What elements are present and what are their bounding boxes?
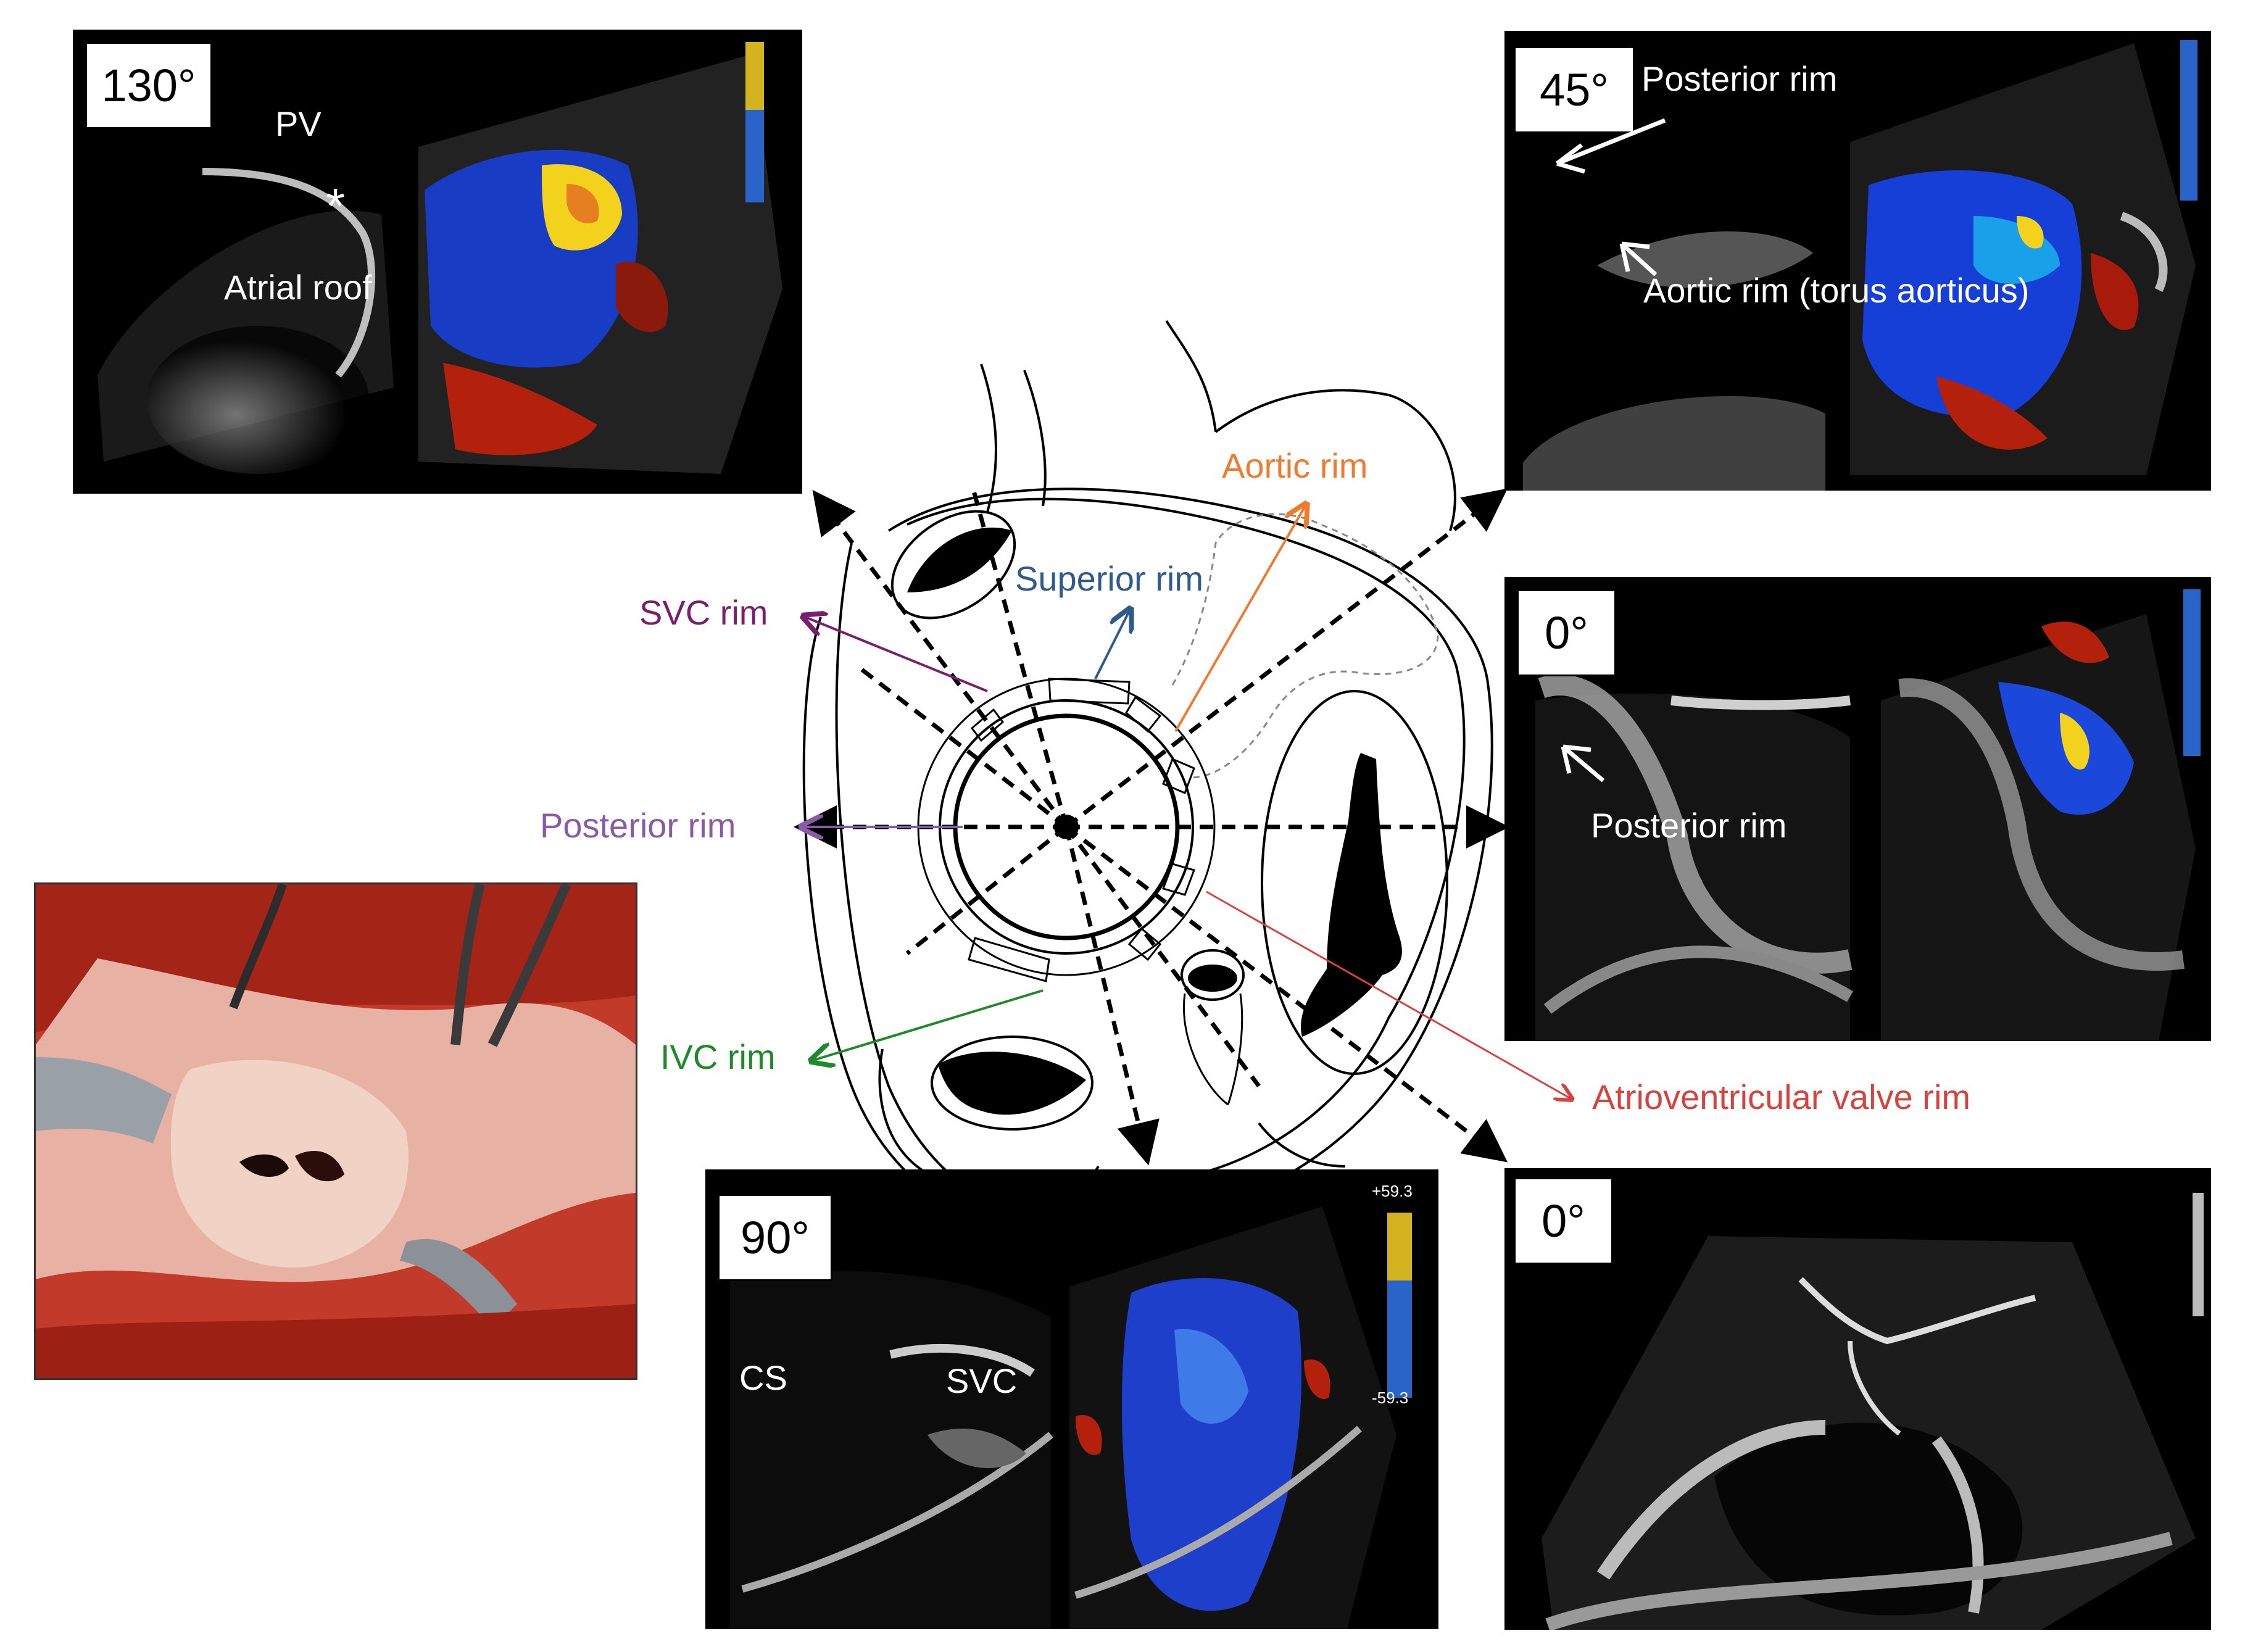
aorta-outline [1171,513,1439,779]
av-valve-rim-label: Atrioventricular valve rim [1592,1077,1971,1116]
echo-0-lower-image [1542,1193,2204,1630]
echo-90-image [730,1206,1412,1629]
velocity-scale-bottom: -59.3 [1372,1388,1409,1407]
posterior-rim-pointer [1555,118,1666,276]
cs-label: CS [739,1358,787,1397]
echo-panel-0-lower: 0° [1504,1168,2211,1630]
posterior-rim-label-0: Posterior rim [1591,806,1787,845]
av-valve [1261,690,1448,1075]
coronary-sinus [1181,949,1245,1106]
atrial-roof-label: Atrial roof [224,268,372,307]
svc-label: SVC [946,1361,1018,1400]
echo-45-image [1523,40,2197,491]
angle-label-130: 130° [85,42,212,129]
star-marker: * [326,178,346,233]
aortic-rim-torus-label: Aortic rim (torus aorticus) [1643,271,2030,310]
echo-panel-130: 130° PV * Atrial roof [73,30,802,494]
angle-label-0-lower: 0° [1514,1177,1613,1264]
aortic-rim-label: Aortic rim [1222,446,1368,485]
posterior-rim-label: Posterior rim [540,806,736,845]
superior-rim-label: Superior rim [1015,559,1203,598]
aortic-rim-arrow [1174,506,1305,732]
velocity-scale-top: +59.3 [1372,1182,1413,1200]
echo-0-upper-image [1535,589,2201,1041]
ivc-rim-label: IVC rim [660,1037,776,1076]
superior-rim-arrow [1094,611,1129,679]
ivc-rim-arrow [813,989,1044,1060]
angle-label-90: 90° [718,1194,832,1281]
ivc-orifice [931,1036,1093,1131]
angle-label-0-upper: 0° [1517,589,1616,676]
surgical-photo [34,882,637,1380]
posterior-rim-pointer-0 [1561,744,1605,782]
pv-label: PV [275,104,322,143]
svc-rim-arrow [805,617,988,692]
angle-label-45: 45° [1514,46,1635,133]
echo-panel-45: 45° Posterior rim Aortic rim (torus aort… [1504,31,2211,491]
posterior-rim-label-45: Posterior rim [1641,59,1838,98]
heart-outline [802,320,1493,1229]
echo-130-image [98,42,782,474]
svc-rim-label: SVC rim [639,593,768,632]
sweep-lines [794,484,1509,1166]
svc-orifice [890,510,1016,620]
echo-panel-0-upper: 0° Posterior rim [1504,577,2211,1041]
echo-panel-90: 90° CS SVC +59.3 -59.3 [705,1169,1438,1629]
av-rim-arrow [1206,890,1571,1098]
